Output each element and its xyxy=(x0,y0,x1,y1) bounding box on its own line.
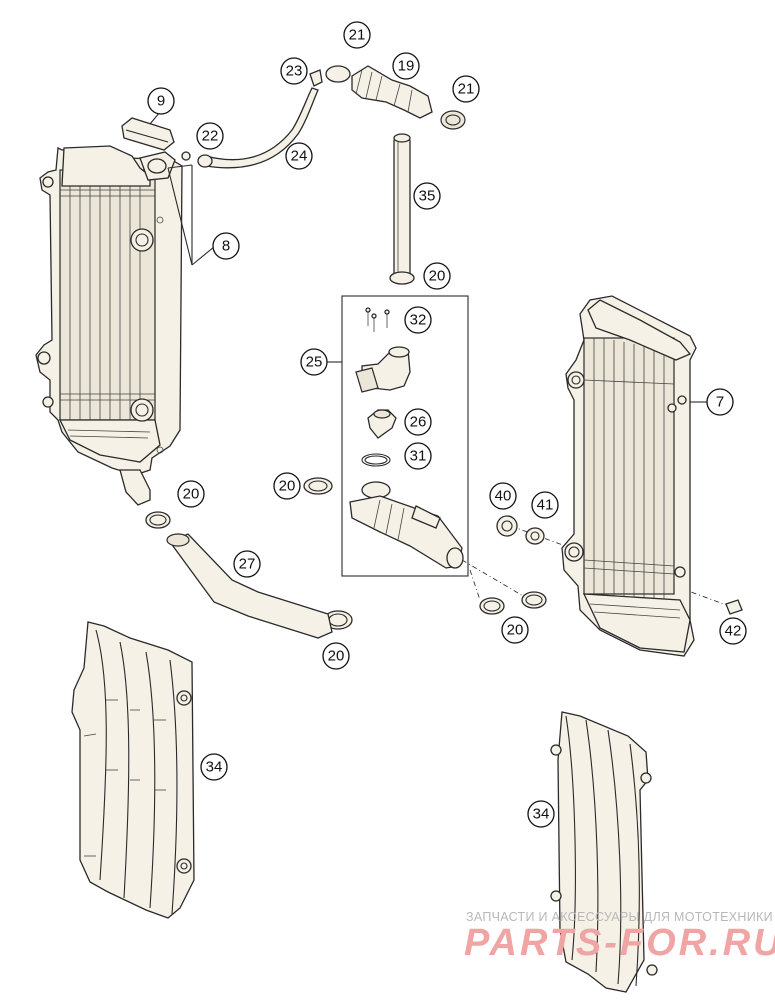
callout-label: 34 xyxy=(206,759,223,776)
callout-32: 32 xyxy=(404,306,432,334)
callout-19: 19 xyxy=(392,52,420,80)
hose-clamps xyxy=(145,477,547,630)
callout-34-right: 34 xyxy=(527,800,555,828)
callout-label: 22 xyxy=(202,128,219,145)
left-radiator xyxy=(35,145,191,506)
callout-label: 35 xyxy=(419,188,436,205)
callout-label: 40 xyxy=(495,488,512,505)
callout-35: 35 xyxy=(413,182,441,210)
upper-hose xyxy=(325,65,466,130)
callout-25: 25 xyxy=(300,348,328,376)
callout-label: 31 xyxy=(410,448,427,465)
callout-label: 21 xyxy=(458,81,475,98)
callout-label: 34 xyxy=(533,806,550,823)
callout-label: 19 xyxy=(398,58,415,75)
callout-label: 20 xyxy=(429,268,446,285)
overflow-hose xyxy=(197,69,323,169)
callout-20-left: 20 xyxy=(177,480,205,508)
callout-7: 7 xyxy=(706,388,734,416)
callout-label: 7 xyxy=(716,394,724,411)
callout-20-box: 20 xyxy=(273,472,301,500)
callout-26: 26 xyxy=(404,408,432,436)
watermark-tagline: ЗАПЧАСТИ И АКСЕССУАРЫ ДЛЯ МОТОТЕХНИКИ xyxy=(466,910,773,924)
callout-label: 42 xyxy=(725,623,742,640)
callout-24: 24 xyxy=(285,142,313,170)
radiator-cap xyxy=(121,117,175,151)
callout-label: 20 xyxy=(328,648,345,665)
callout-40: 40 xyxy=(489,482,517,510)
callout-label: 41 xyxy=(537,497,554,514)
watermark-logo: PARTS-FOR.RU xyxy=(464,922,775,964)
callout-20-bottom: 20 xyxy=(322,642,350,670)
callout-20-pipe: 20 xyxy=(423,262,451,290)
watermark: ЗАПЧАСТИ И АКСЕССУАРЫ ДЛЯ МОТОТЕХНИКИ PA… xyxy=(464,910,775,964)
coolant-pipe xyxy=(389,133,415,285)
lower-hose xyxy=(166,533,333,639)
callout-label: 24 xyxy=(291,148,308,165)
callout-31: 31 xyxy=(404,442,432,470)
callout-label: 21 xyxy=(349,27,366,44)
left-leaders xyxy=(149,111,221,266)
callout-41: 41 xyxy=(531,491,559,519)
thermostat-box xyxy=(324,295,469,577)
right-radiator xyxy=(561,295,700,657)
callout-34-left: 34 xyxy=(200,753,228,781)
callout-27: 27 xyxy=(233,550,261,578)
callout-21-right: 21 xyxy=(452,75,480,103)
callout-label: 8 xyxy=(222,238,230,255)
callout-label: 20 xyxy=(507,622,524,639)
fastener-parts xyxy=(496,515,743,615)
callout-8: 8 xyxy=(212,232,240,260)
callout-label: 9 xyxy=(157,93,165,110)
callout-label: 20 xyxy=(279,478,296,495)
center-lines xyxy=(461,521,741,611)
callout-20-right: 20 xyxy=(501,616,529,644)
callout-label: 23 xyxy=(286,63,303,80)
callout-label: 26 xyxy=(410,414,427,431)
right-radiator-guard xyxy=(550,711,658,993)
callout-22: 22 xyxy=(196,122,224,150)
callout-label: 27 xyxy=(239,556,256,573)
callout-label: 32 xyxy=(410,312,427,329)
left-radiator-guard xyxy=(71,621,195,919)
callout-label: 20 xyxy=(183,486,200,503)
callout-9: 9 xyxy=(147,87,175,115)
callout-42: 42 xyxy=(719,617,747,645)
callout-label: 25 xyxy=(306,354,323,371)
callout-21-top: 21 xyxy=(343,21,371,49)
callout-23: 23 xyxy=(280,57,308,85)
